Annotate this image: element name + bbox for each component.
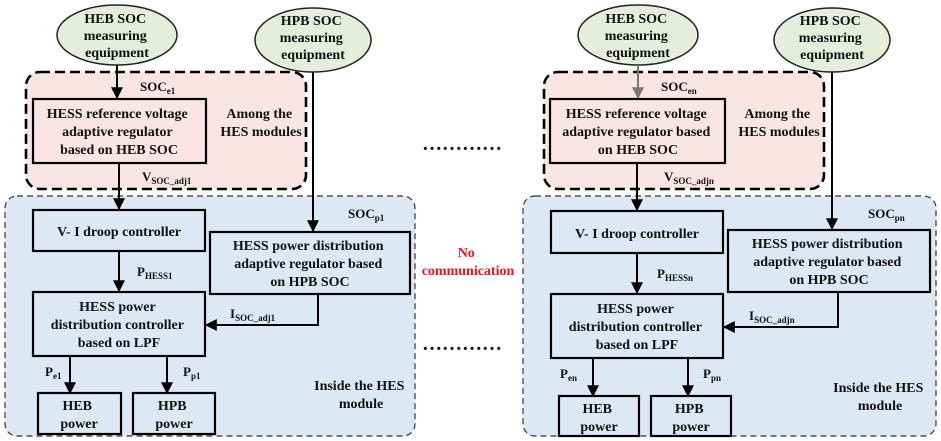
soc-e-label: SOCen: [661, 79, 697, 96]
i-soc-adj-arrow: [722, 292, 839, 333]
i-soc-adj-label: ISOC_adj1: [230, 306, 276, 323]
among-hes-modules-label: Among the HES modules: [220, 107, 302, 140]
inside-hes-module-label: Inside the HES module: [833, 381, 927, 414]
heb-power-label: HEB power: [60, 399, 97, 432]
hpb-regulator-box: [726, 228, 932, 294]
hpb-soc-equipment-label: HPB SOC measuring equipment: [280, 14, 347, 63]
soc-e-label: SOCe1: [140, 79, 176, 96]
hpb-regulator-label: HESS power distribution adaptive regulat…: [233, 239, 387, 290]
middle-section: ………… ………… No communication: [422, 133, 515, 355]
ellipsis-top: …………: [422, 133, 502, 155]
heb-regulator-label: HESS reference voltage adaptive regulato…: [562, 107, 714, 158]
hpb-regulator-label: HESS power distribution adaptive regulat…: [752, 237, 906, 288]
ellipsis-bottom: …………: [422, 333, 502, 355]
inside-hes-module-label: Inside the HES module: [314, 379, 408, 412]
module-1: HEB SOC measuring equipment HPB SOC meas…: [4, 4, 416, 437]
vi-droop-controller-label: V- I droop controller: [57, 225, 181, 240]
p-hess-label: PHESSn: [657, 266, 693, 283]
p-p-label: Pp1: [183, 364, 201, 381]
distribution-controller-label: HESS power distribution controller based…: [569, 302, 705, 353]
hpb-power-box: [649, 394, 733, 438]
v-soc-adj-label: VSOC_adjn: [664, 169, 714, 186]
heb-regulator-label: HESS reference voltage adaptive regulato…: [47, 107, 192, 158]
no-communication-label: No communication: [422, 246, 515, 279]
i-soc-adj-arrow: [204, 294, 319, 331]
soc-p-label: SOCpn: [868, 206, 905, 223]
hpb-regulator-box: [208, 230, 412, 296]
among-hes-modules-label: Among the HES modules: [738, 107, 820, 140]
heb-power-box: [557, 394, 641, 438]
heb-power-label: HEB power: [580, 402, 617, 435]
p-e-label: Pen: [560, 366, 577, 383]
p-hess-label: PHESS1: [137, 264, 173, 281]
module-n: HEB SOC measuring equipment HPB SOC meas…: [522, 4, 937, 438]
inside-hes-module-region: [4, 195, 416, 437]
among-hes-modules-region: [24, 70, 308, 191]
distribution-controller-box: [549, 292, 725, 360]
distribution-controller-label: HESS power distribution controller based…: [51, 300, 187, 351]
p-e-label: Pe1: [45, 364, 62, 381]
among-hes-modules-region: [542, 70, 826, 191]
heb-power-box: [36, 391, 123, 436]
soc-p-label: SOCp1: [348, 206, 385, 223]
hpb-power-label: HPB power: [155, 399, 192, 432]
hpb-soc-equipment-label: HPB SOC measuring equipment: [799, 14, 866, 63]
distribution-controller-box: [31, 290, 207, 358]
p-p-label: Ppn: [703, 366, 721, 383]
heb-soc-equipment-label: HEB SOC measuring equipment: [84, 12, 151, 61]
hpb-power-box: [131, 391, 217, 436]
inside-hes-module-region: [522, 195, 937, 437]
v-soc-adj-label: VSOC_adj1: [142, 169, 192, 186]
i-soc-adj-label: ISOC_adjn: [749, 308, 795, 325]
heb-soc-equipment-label: HEB SOC measuring equipment: [605, 12, 672, 61]
vi-droop-controller-label: V- I droop controller: [575, 227, 699, 242]
hpb-power-label: HPB power: [672, 402, 709, 435]
